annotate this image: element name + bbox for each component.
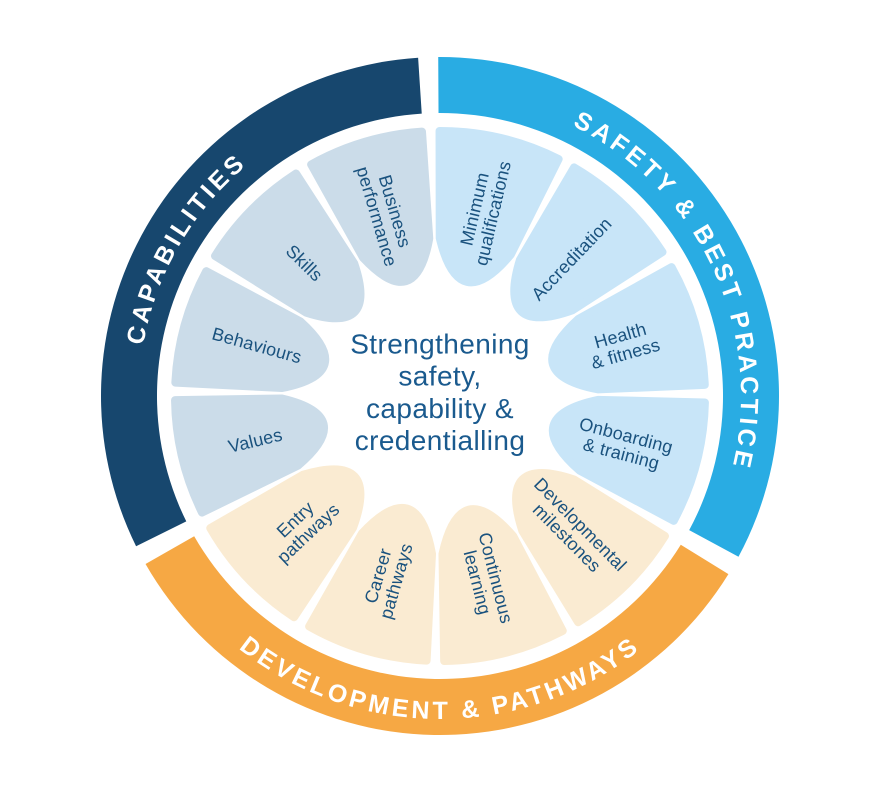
petal-behaviours [171,267,330,393]
petal-continuous-learning [438,505,567,665]
ring-segment-capabilities [101,57,422,547]
ring-segment-development [145,536,729,735]
petal-accreditation [510,163,667,322]
petal-developmental-milestones [512,468,669,627]
petal-career-pathways [305,503,437,665]
petal-onboarding-training [548,395,709,525]
ring-segment-safety [438,56,780,557]
petal-entry-pathways [206,465,365,622]
petal-values [171,394,328,517]
petal-health-fitness [548,263,709,394]
petal-minimum-qualifications [435,126,563,287]
petal-skills [211,169,365,323]
petal-business-performance [307,127,434,286]
